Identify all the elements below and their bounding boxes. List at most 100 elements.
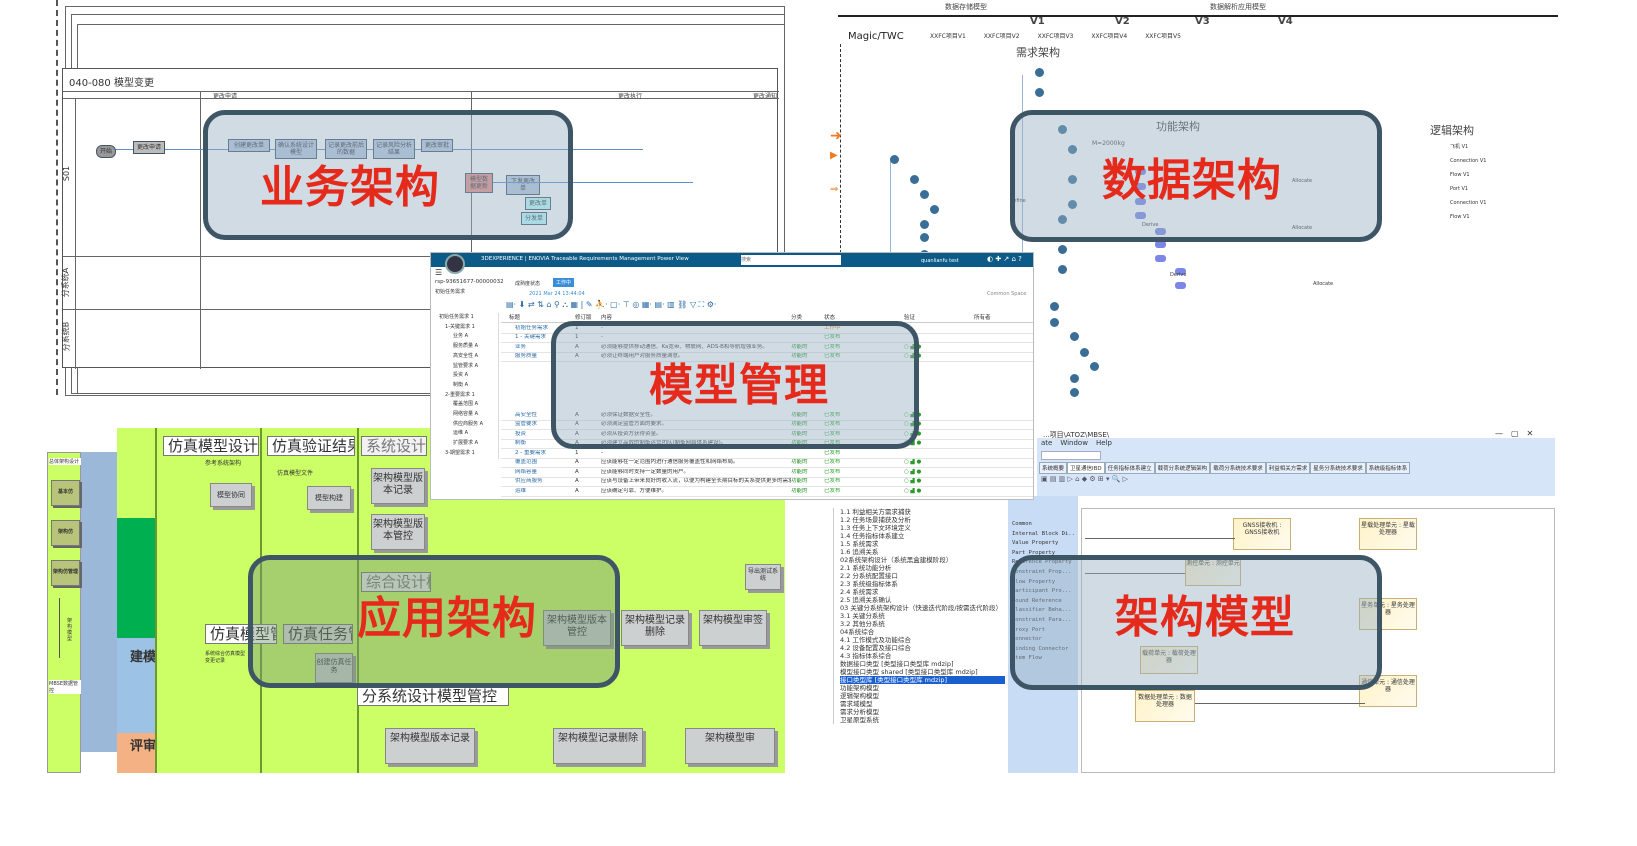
tree-node-icon[interactable]: [930, 205, 939, 214]
tree-item[interactable]: 监管要求 A: [453, 362, 479, 369]
tree-node-icon[interactable]: [1068, 175, 1077, 184]
version-file[interactable]: XXFC项目V3: [1037, 33, 1074, 40]
tree-node-icon[interactable]: [1068, 200, 1077, 209]
tab[interactable]: 卫星通信IBD: [1067, 462, 1105, 474]
tree-node-icon[interactable]: [1068, 145, 1077, 154]
row-title[interactable]: 覆盖范围: [515, 459, 538, 466]
tree-node-icon[interactable]: [920, 190, 929, 199]
menu-icon[interactable]: ☰: [435, 268, 443, 277]
process-node[interactable]: 更改申请: [133, 141, 165, 154]
function-box[interactable]: 架构模型版本记录: [371, 468, 425, 504]
process-node[interactable]: 记录风险分析结果: [373, 139, 415, 159]
tab[interactable]: 星务分系统技术要求: [1310, 462, 1366, 474]
tree-node-icon[interactable]: [1035, 88, 1044, 97]
logic-item[interactable]: Flow V1: [1450, 168, 1486, 182]
version-file[interactable]: XXFC项目V1: [930, 33, 966, 40]
palette-item[interactable]: Connector: [1012, 636, 1042, 643]
diagram-canvas[interactable]: [1081, 508, 1555, 773]
tree-item[interactable]: 3.1 关键分系统: [840, 612, 885, 620]
side-function-box[interactable]: 架构仿: [51, 520, 80, 546]
column-header[interactable]: 修订版: [575, 315, 592, 321]
tree-node-icon[interactable]: [1080, 348, 1089, 357]
tree-item[interactable]: 网络容量 A: [453, 411, 479, 418]
tree-node-icon[interactable]: [1058, 245, 1067, 254]
function-box[interactable]: 架构模型审签: [699, 610, 767, 646]
palette-item[interactable]: Item Flow: [1012, 655, 1042, 662]
tree-item[interactable]: 投资 A: [453, 372, 469, 379]
tree-node-icon[interactable]: [1070, 374, 1079, 383]
tree-item[interactable]: 2.4 系统需求: [840, 588, 879, 596]
function-node-icon[interactable]: [1155, 241, 1166, 248]
palette-item[interactable]: Flow Property: [1012, 578, 1056, 585]
palette-item[interactable]: Participant Pro...: [1012, 588, 1072, 595]
tree-item[interactable]: 1.5 系统需求: [840, 540, 879, 548]
menu-item[interactable]: Help: [1095, 439, 1112, 447]
version-file[interactable]: XXFC项目V2: [983, 33, 1020, 40]
function-box[interactable]: 架构模型版本管控: [371, 514, 425, 550]
tab[interactable]: 载荷分系统逻辑架构: [1154, 462, 1211, 474]
combo-box[interactable]: [1041, 451, 1101, 460]
tree-item[interactable]: 1.4 任务指标体系建立: [840, 532, 905, 540]
tree-item[interactable]: 逻辑架构模型: [840, 692, 879, 700]
tree-node-icon[interactable]: [920, 220, 929, 229]
tree-item[interactable]: 1-关键需求 1: [445, 323, 475, 330]
row-title[interactable]: 1 - 关键需求: [515, 334, 546, 341]
palette-item[interactable]: Classifier Beha...: [1012, 607, 1072, 614]
tree-item[interactable]: 需求域模型: [840, 700, 873, 708]
tree-item[interactable]: 1.6 追溯关系: [840, 548, 879, 556]
tree-node-icon[interactable]: [1090, 362, 1099, 371]
process-node[interactable]: 确认系统设计模型: [275, 139, 317, 159]
tree-item[interactable]: 3.2 其他分系统: [840, 620, 885, 628]
column-header[interactable]: 状态: [824, 315, 836, 321]
row-title[interactable]: 业务: [515, 343, 527, 350]
row-title[interactable]: 运维: [515, 487, 527, 494]
tree-item[interactable]: 2-重要需求 1: [445, 391, 475, 398]
row-title[interactable]: 初始任务需求: [515, 324, 549, 331]
tree-item[interactable]: 初始任务需求 1: [439, 314, 474, 320]
compass-icon[interactable]: [445, 254, 465, 274]
function-box[interactable]: 架构模型记录删除: [553, 728, 643, 764]
row-title[interactable]: 2 - 重要需求: [515, 449, 546, 456]
tree-node-icon[interactable]: [1070, 388, 1079, 397]
tree-node-icon[interactable]: [1050, 302, 1059, 311]
function-node-icon[interactable]: [1175, 282, 1186, 289]
tree-item[interactable]: 需求分析模型: [840, 708, 879, 716]
tree-node-icon[interactable]: [1058, 215, 1067, 224]
palette-item[interactable]: Internal Block Di...: [1012, 530, 1076, 537]
tab[interactable]: 任务指标体系建立: [1104, 462, 1155, 474]
row-title[interactable]: 高安全性: [515, 411, 538, 418]
function-box[interactable]: 创建仿真任务: [315, 653, 353, 683]
tab[interactable]: 载荷分系统技术要求: [1210, 462, 1266, 474]
tree-node-icon[interactable]: [920, 233, 929, 242]
function-node-icon[interactable]: [1135, 198, 1146, 205]
tree-item[interactable]: 运维 A: [453, 430, 469, 437]
tree-item[interactable]: 业务 A: [453, 333, 469, 340]
user-menu[interactable]: quanlianfu test: [921, 258, 959, 264]
tree-item[interactable]: 3-期望需求 1: [445, 449, 475, 456]
tree-item[interactable]: 功能架构模型: [840, 684, 879, 692]
block-part[interactable]: 载荷单元 : 载荷处理器: [1140, 646, 1198, 674]
tree-item[interactable]: 数据接口类型 [类型接口类型库 mdzip]: [840, 660, 954, 668]
block-part[interactable]: 星载处理单元 : 星载处理器: [1359, 518, 1417, 550]
menu-item[interactable]: Window: [1060, 439, 1088, 447]
document-node[interactable]: 更改单: [525, 197, 551, 210]
tree-item[interactable]: 1.3 任务上下文环境定义: [840, 524, 911, 532]
document-node[interactable]: 分发单: [521, 212, 547, 225]
version-file[interactable]: XXFC项目V5: [1145, 33, 1181, 40]
tab[interactable]: 系统级指标体系: [1365, 462, 1411, 474]
process-node[interactable]: 更改审批: [421, 139, 453, 152]
palette-item[interactable]: Value Property: [1012, 540, 1059, 547]
row-title[interactable]: 投资: [515, 430, 527, 437]
block-part[interactable]: GNSS接收机 : GNSS接收机: [1233, 518, 1291, 550]
column-header[interactable]: 所有者: [974, 315, 991, 321]
tree-node-icon[interactable]: [1058, 265, 1067, 274]
logic-item[interactable]: Connection V1: [1450, 196, 1486, 210]
logic-item[interactable]: Port V1: [1450, 182, 1486, 196]
